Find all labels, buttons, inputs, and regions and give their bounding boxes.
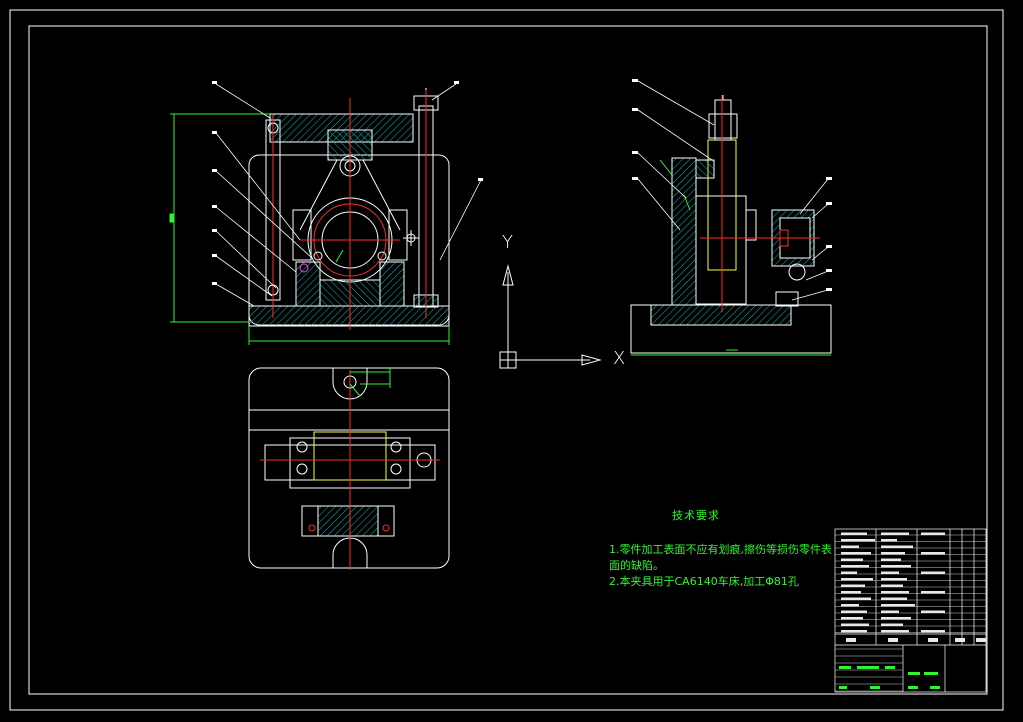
tech-requirement-line-3: 2.本夹具用于CA6140车床,加工Φ81孔 [609,575,799,588]
title-block-text-stroke [881,617,911,620]
title-block-text-stroke [921,552,945,555]
title-block-text-stroke [841,604,859,607]
title-block-header-stroke [846,638,856,642]
title-block-text-stroke [881,552,905,555]
title-block-text-stroke [881,578,907,581]
title-block-text-stroke [841,623,869,626]
side-balloons [632,79,832,291]
front-view [248,88,450,330]
front-leaders [215,83,482,307]
ucs-axis-icon [499,264,602,369]
title-block-text-stroke [921,610,945,613]
title-block-text-stroke [881,545,913,548]
title-block-text-stroke [841,539,875,542]
title-block-text-stroke [881,539,897,542]
top-view [248,367,450,570]
title-block [834,528,987,693]
title-block-header-stroke [955,638,965,642]
title-block-header-stroke [888,638,898,642]
top-dimensions [349,368,391,397]
side-leaders [637,80,829,301]
title-block-text-stroke [881,571,899,574]
title-block-text-stroke [921,571,945,574]
tech-requirement-line-2: 面的缺陷。 [609,559,664,572]
title-block-text-stroke [841,532,867,535]
x-axis-label: X [613,348,626,369]
title-block-text-stroke [841,617,863,620]
tech-requirements-title: 技术要求 [672,509,720,522]
title-block-text-stroke [841,578,873,581]
title-block-text-stroke [881,623,903,626]
title-block-text-bars [841,532,986,642]
front-balloons [212,81,483,285]
title-block-text-stroke [841,584,865,587]
title-block-text-stroke [921,532,945,535]
title-block-text-stroke [841,591,861,594]
title-block-text-stroke [881,597,907,600]
front-dimensions [169,113,450,345]
title-block-text-stroke [881,591,909,594]
title-block-text-stroke [841,545,859,548]
title-block-text-stroke [881,558,901,561]
y-axis-label: Y [502,232,513,253]
title-block-text-stroke [881,532,909,535]
title-block-text-stroke [841,597,871,600]
title-block-text-stroke [921,591,945,594]
title-block-text-stroke [841,610,867,613]
title-block-text-stroke [881,565,911,568]
title-block-text-stroke [841,571,857,574]
title-block-text-stroke [881,610,899,613]
title-block-header-stroke [928,638,938,642]
side-view [630,95,832,354]
title-block-text-stroke [881,630,909,633]
drawing-border [9,9,1004,711]
title-block-text-stroke [841,565,869,568]
title-block-header-stroke [976,638,986,642]
title-block-text-stroke [881,604,915,607]
title-block-text-stroke [841,630,867,633]
title-block-text-stroke [841,558,863,561]
title-block-text-stroke [881,584,903,587]
title-block-text-stroke [921,630,945,633]
title-block-green-cells [839,666,940,689]
tech-requirement-line-1: 1.零件加工表面不应有划痕,擦伤等损伤零件表 [609,543,832,556]
title-block-text-stroke [841,552,871,555]
